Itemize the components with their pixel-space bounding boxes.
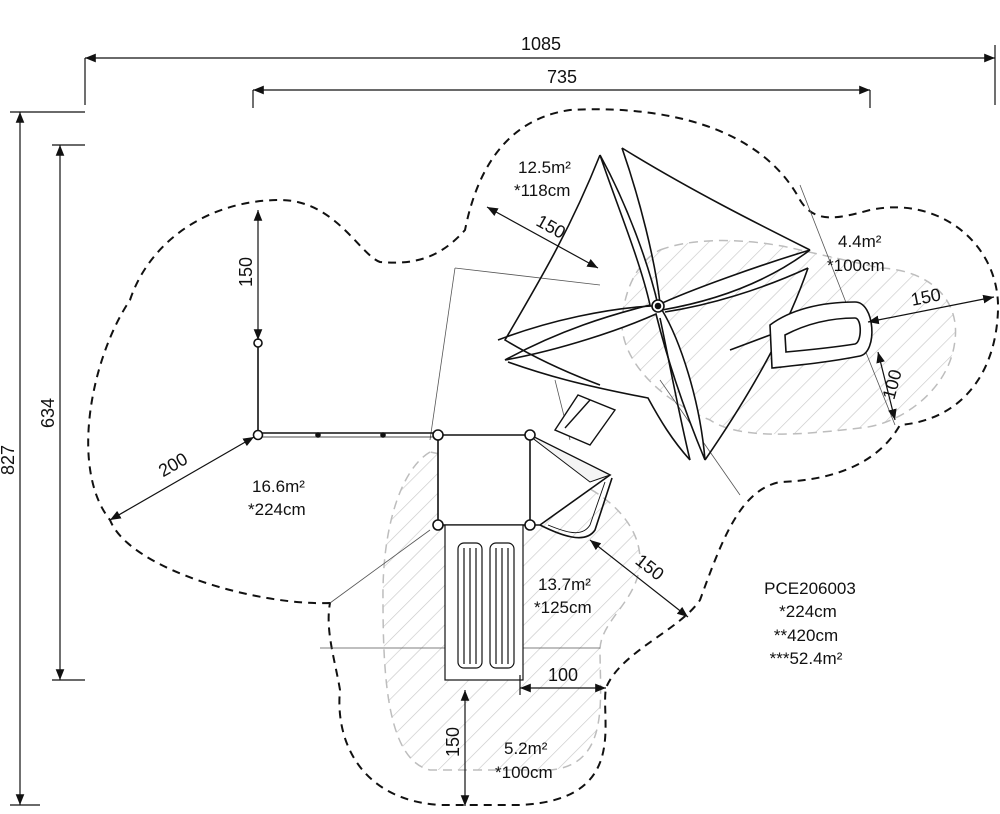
platform-deck [432,429,613,539]
zone-roof-height: *118cm [514,181,570,200]
product-code: PCE206003 [764,579,856,598]
dim-inner-width: 735 [547,67,577,87]
zone-center-area: 13.7m² [538,575,591,594]
product-safety-area: ***52.4m² [770,649,843,668]
zone-left-height: *224cm [248,500,306,519]
dimension-lines [10,45,996,806]
canopy-roof [497,147,811,461]
dim-left-arm: 150 [236,257,256,287]
product-max-height: **420cm [774,626,838,645]
product-free-fall-height: *224cm [779,602,837,621]
slide [729,301,873,369]
dim-bottom-vertical: 150 [443,727,463,757]
safety-zone-outline [87,108,1000,806]
dim-bottom-horizontal: 100 [548,665,578,685]
zone-roof-area: 12.5m² [518,158,571,177]
zone-slide-height: *100cm [827,256,885,275]
dim-inner-height: 634 [38,398,58,428]
dim-overall-width: 1085 [521,34,561,54]
zone-bottom-height: *100cm [495,763,553,782]
dim-overall-height: 827 [0,445,18,475]
dim-roof-diag: 150 [533,211,569,243]
zone-left-area: 16.6m² [252,477,305,496]
tower-post [553,394,617,446]
zone-center-height: *125cm [534,598,592,617]
climbing-steps [444,524,524,681]
zone-bottom-area: 5.2m² [504,739,548,758]
zone-slide-area: 4.4m² [838,232,882,251]
left-rope-structure [252,338,438,441]
